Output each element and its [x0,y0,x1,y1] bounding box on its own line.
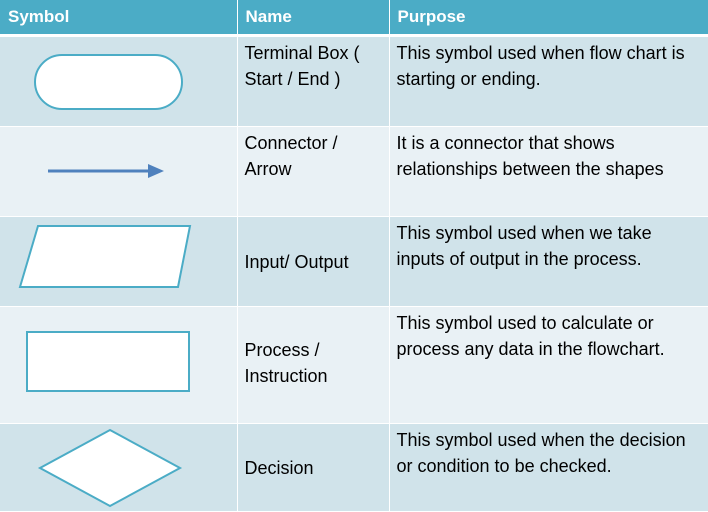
name-cell: Terminal Box ( Start / End ) [237,35,390,127]
name-cell: Input/ Output [237,216,390,307]
symbol-cell [0,216,238,307]
name-cell: Connector / Arrow [237,126,390,217]
symbol-cell [0,306,238,424]
arrow-right-icon [48,163,164,178]
table-row: Process / Instruction This symbol used t… [0,306,708,424]
header-symbol: Symbol [0,0,238,37]
table-row: Connector / Arrow It is a connector that… [0,126,708,217]
header-row: Symbol Name Purpose [0,0,708,37]
table-row: Decision This symbol used when the decis… [0,423,708,512]
purpose-cell: This symbol used to calculate or process… [389,306,708,424]
symbol-cell [0,35,238,127]
name-cell: Process / Instruction [237,306,390,424]
symbol-cell [0,423,238,512]
table-row: Input/ Output This symbol used when we t… [0,216,708,307]
diamond-icon [37,428,183,507]
parallelogram-icon [18,224,192,288]
header-purpose: Purpose [389,0,708,37]
symbol-cell [0,126,238,217]
name-cell: Decision [237,423,390,512]
purpose-cell: This symbol used when the decision or co… [389,423,708,512]
purpose-cell: This symbol used when we take inputs of … [389,216,708,307]
header-name: Name [237,0,390,37]
purpose-cell: It is a connector that shows relationshi… [389,126,708,217]
terminal-oval-icon [34,53,183,110]
rectangle-icon [26,331,190,392]
purpose-cell: This symbol used when flow chart is star… [389,35,708,127]
table-row: Terminal Box ( Start / End ) This symbol… [0,35,708,127]
